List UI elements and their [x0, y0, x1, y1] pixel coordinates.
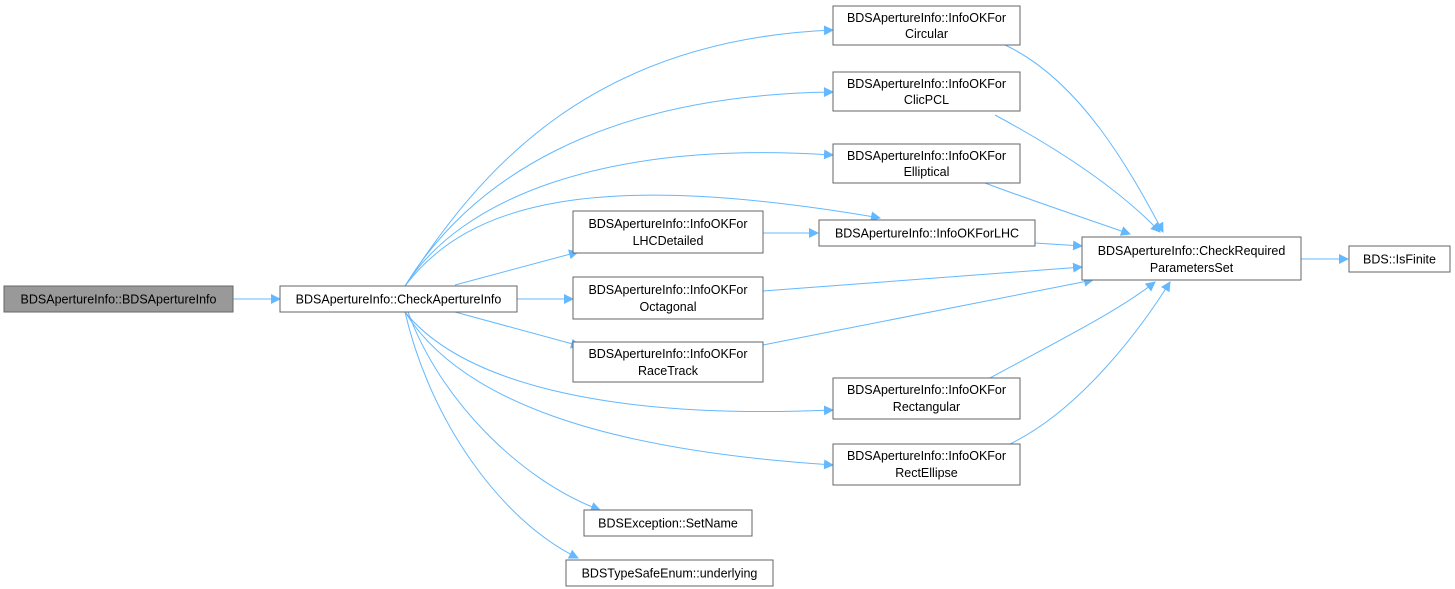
svg-text:BDSApertureInfo::InfoOKFor: BDSApertureInfo::InfoOKFor — [847, 449, 1006, 463]
svg-text:BDSApertureInfo::InfoOKFor: BDSApertureInfo::InfoOKFor — [847, 149, 1006, 163]
edge-ok-racetrack-to-check-required — [762, 276, 1094, 346]
node-info-ok-for-rectangular[interactable]: BDSApertureInfo::InfoOKFor Rectangular — [832, 377, 1021, 420]
svg-text:BDSApertureInfo::InfoOKFor: BDSApertureInfo::InfoOKFor — [588, 283, 747, 297]
edge-ok-rectellipse-to-check-required — [1009, 281, 1171, 445]
node-info-ok-for-lhc[interactable]: BDSApertureInfo::InfoOKForLHC — [818, 219, 1036, 247]
edge-check-aperture-to-ok-lhcdetailed — [454, 249, 579, 286]
edge-check-aperture-to-ok-elliptical — [404, 149, 834, 287]
svg-text:LHCDetailed: LHCDetailed — [633, 234, 704, 248]
svg-text:BDSApertureInfo::InfoOKFor: BDSApertureInfo::InfoOKFor — [588, 347, 747, 361]
edge-ok-circular-to-check-required — [1004, 44, 1164, 233]
edge-check-aperture-to-ok-clicpcl — [404, 87, 834, 287]
svg-text:Elliptical: Elliptical — [904, 165, 950, 179]
svg-text:BDSApertureInfo::InfoOKForLHC: BDSApertureInfo::InfoOKForLHC — [835, 227, 1019, 241]
nodes: BDSApertureInfo::BDSApertureInfo BDSAper… — [3, 5, 1451, 587]
svg-text:ParametersSet: ParametersSet — [1150, 261, 1234, 275]
svg-text:BDSApertureInfo::InfoOKFor: BDSApertureInfo::InfoOKFor — [847, 383, 1006, 397]
edge-check-aperture-to-ok-circular — [404, 25, 834, 287]
edge-ok-elliptical-to-check-required — [984, 182, 1131, 236]
svg-text:BDSApertureInfo::BDSApertureIn: BDSApertureInfo::BDSApertureInfo — [21, 293, 217, 307]
edge-ok-rectangular-to-check-required — [989, 281, 1156, 379]
svg-text:BDSApertureInfo::CheckAperture: BDSApertureInfo::CheckApertureInfo — [296, 293, 502, 307]
svg-text:Rectangular: Rectangular — [893, 400, 960, 414]
svg-text:BDSApertureInfo::InfoOKFor: BDSApertureInfo::InfoOKFor — [847, 11, 1006, 25]
node-root[interactable]: BDSApertureInfo::BDSApertureInfo — [3, 285, 234, 313]
svg-text:RaceTrack: RaceTrack — [638, 364, 699, 378]
svg-text:BDSTypeSafeEnum::underlying: BDSTypeSafeEnum::underlying — [582, 567, 758, 581]
edge-check-aperture-to-ok-rectellipse — [404, 311, 834, 470]
edge-check-aperture-to-ok-lhc — [404, 194, 881, 287]
node-is-finite[interactable]: BDS::IsFinite — [1348, 245, 1451, 273]
node-info-ok-for-lhcdetailed[interactable]: BDSApertureInfo::InfoOKFor LHCDetailed — [572, 210, 764, 254]
node-info-ok-for-elliptical[interactable]: BDSApertureInfo::InfoOKFor Elliptical — [832, 143, 1021, 184]
node-check-required-parameters-set[interactable]: BDSApertureInfo::CheckRequired Parameter… — [1081, 236, 1302, 281]
svg-text:Octagonal: Octagonal — [640, 300, 697, 314]
edges — [233, 25, 1349, 559]
node-info-ok-for-rectellipse[interactable]: BDSApertureInfo::InfoOKFor RectEllipse — [832, 443, 1021, 486]
edge-ok-octagonal-to-check-required — [762, 262, 1083, 292]
edge-check-aperture-to-set-name — [407, 311, 601, 512]
node-info-ok-for-octagonal[interactable]: BDSApertureInfo::InfoOKFor Octagonal — [572, 276, 764, 320]
edge-check-aperture-to-ok-racetrack — [454, 311, 581, 349]
svg-text:BDSApertureInfo::InfoOKFor: BDSApertureInfo::InfoOKFor — [847, 77, 1006, 91]
node-info-ok-for-circular[interactable]: BDSApertureInfo::InfoOKFor Circular — [832, 5, 1021, 46]
node-info-ok-for-racetrack[interactable]: BDSApertureInfo::InfoOKFor RaceTrack — [572, 341, 764, 383]
svg-text:BDS::IsFinite: BDS::IsFinite — [1363, 253, 1436, 267]
node-info-ok-for-clicpcl[interactable]: BDSApertureInfo::InfoOKFor ClicPCL — [832, 71, 1021, 112]
edge-check-aperture-to-ok-rectangular — [404, 311, 834, 416]
edge-ok-clicpcl-to-check-required — [994, 114, 1161, 233]
edge-check-aperture-to-underlying — [404, 311, 579, 559]
svg-text:BDSException::SetName: BDSException::SetName — [598, 517, 738, 531]
edge-ok-lhc-to-check-required — [1034, 240, 1083, 251]
svg-text:Circular: Circular — [905, 27, 948, 41]
node-check-aperture-info[interactable]: BDSApertureInfo::CheckApertureInfo — [279, 285, 518, 313]
svg-text:BDSApertureInfo::InfoOKFor: BDSApertureInfo::InfoOKFor — [588, 217, 747, 231]
node-underlying[interactable]: BDSTypeSafeEnum::underlying — [565, 559, 774, 587]
svg-text:RectEllipse: RectEllipse — [895, 466, 958, 480]
svg-text:ClicPCL: ClicPCL — [904, 93, 949, 107]
node-set-name[interactable]: BDSException::SetName — [583, 509, 753, 537]
svg-text:BDSApertureInfo::CheckRequired: BDSApertureInfo::CheckRequired — [1098, 244, 1286, 258]
